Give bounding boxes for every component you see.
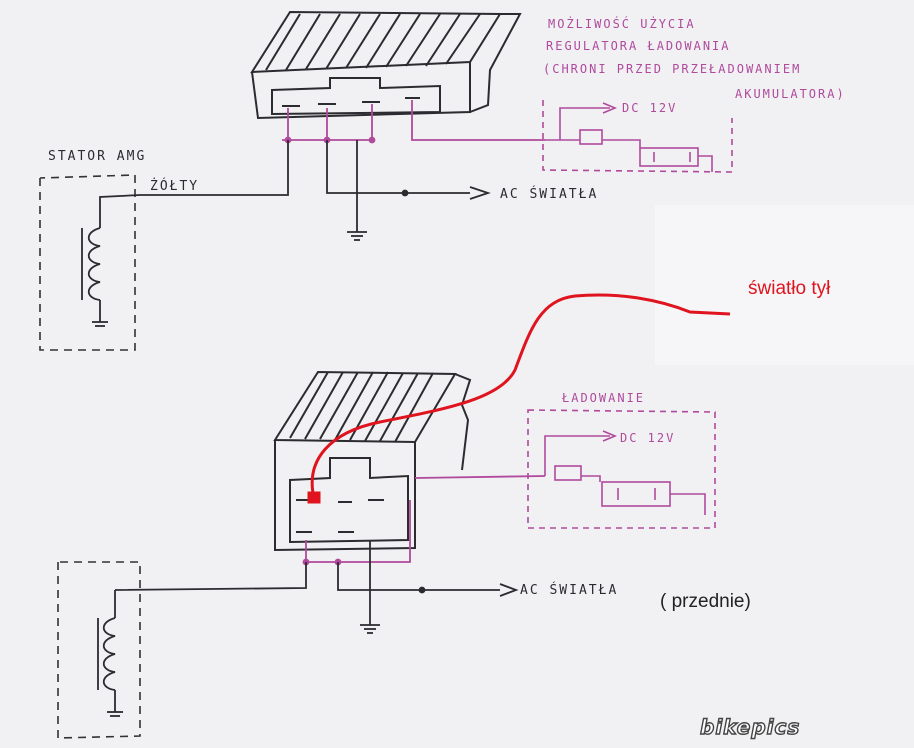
watermark-logo: bikepics	[700, 715, 800, 739]
front-light-label: ( przednie)	[660, 591, 751, 612]
top-ac-label: AC ŚWIATŁA	[500, 186, 598, 202]
bottom-ground-wiring	[114, 540, 519, 634]
note-line-4: AKUMULATORA)	[735, 87, 846, 101]
top-rectifier-unit	[250, 10, 522, 120]
bottom-dc-label: DC 12V	[620, 431, 675, 445]
rear-light-wire	[307, 293, 731, 504]
top-regulator-option	[542, 100, 733, 173]
bottom-stator	[57, 561, 141, 739]
top-wiring	[282, 100, 545, 144]
bottom-ac-label: AC ŚWIATŁA	[520, 582, 618, 598]
rear-light-label: światło tył	[748, 278, 831, 299]
note-line-1: MOŻLIWOŚĆ UŻYCIA	[548, 16, 696, 31]
top-ground-wiring	[140, 140, 491, 241]
note-line-3: (CHRONI PRZED PRZEŁADOWANIEM	[543, 62, 801, 76]
bottom-rectifier-unit	[273, 370, 472, 552]
charging-circuit	[527, 409, 716, 529]
charging-label: ŁADOWANIE	[561, 391, 645, 405]
note-line-2: REGULATORA ŁADOWANIA	[546, 39, 731, 53]
stator-label: STATOR AMG	[48, 149, 146, 164]
top-dc-label: DC 12V	[622, 101, 677, 115]
top-stator	[39, 174, 141, 351]
wire-color-label: ŻÓŁTY	[150, 178, 199, 194]
